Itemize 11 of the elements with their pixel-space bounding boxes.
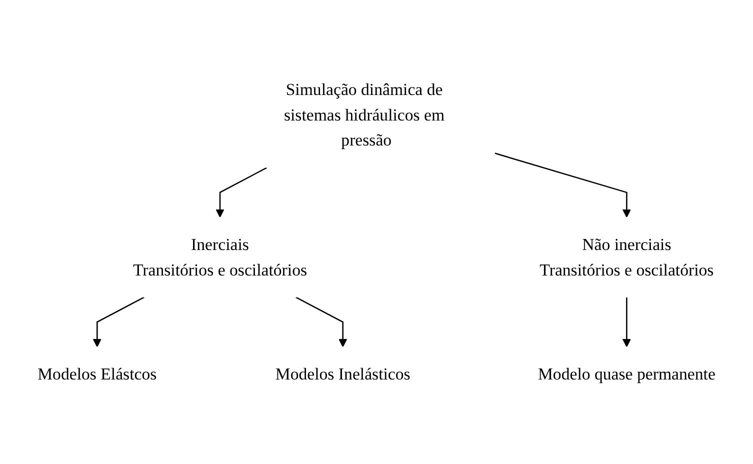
arrow	[494, 152, 632, 218]
arrow	[296, 296, 348, 348]
node-text: Modelos Inelásticos	[275, 364, 410, 384]
arrow	[92, 296, 144, 348]
node-text: Modelo quase permanente	[538, 364, 716, 384]
node-text: Simulação dinâmica de sistemas hidráulicos em pressão	[284, 80, 445, 150]
arrow	[216, 167, 268, 218]
node-text: Inerciais Transitórios e oscilatórios	[132, 234, 308, 279]
node-text: Modelos Elástcos	[38, 364, 157, 384]
node-text: Não inerciais Transitórios e oscilatórios	[540, 234, 714, 279]
arrow	[622, 297, 632, 348]
